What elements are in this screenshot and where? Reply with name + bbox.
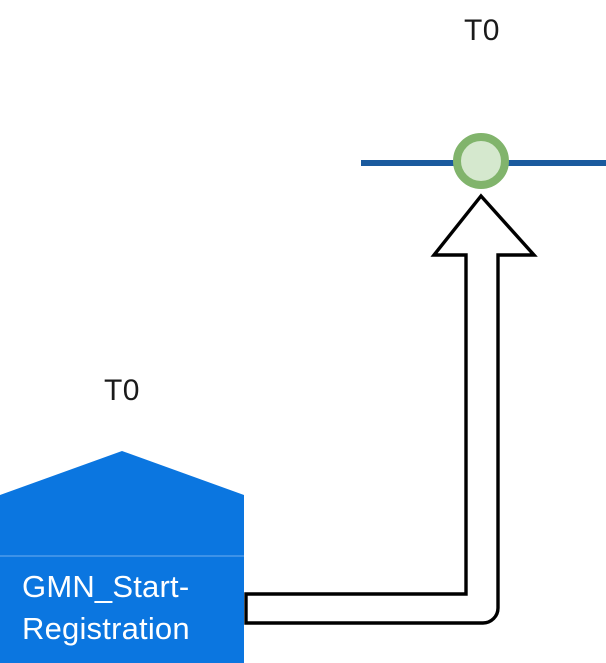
catch-event-circle[interactable] [453,133,509,189]
start-event-task-text: GMN_Start- Registration [22,569,190,646]
start-event-label: T0 [103,374,140,407]
catch-event-label: T0 [463,14,500,47]
message-flow-arrow [244,193,538,625]
